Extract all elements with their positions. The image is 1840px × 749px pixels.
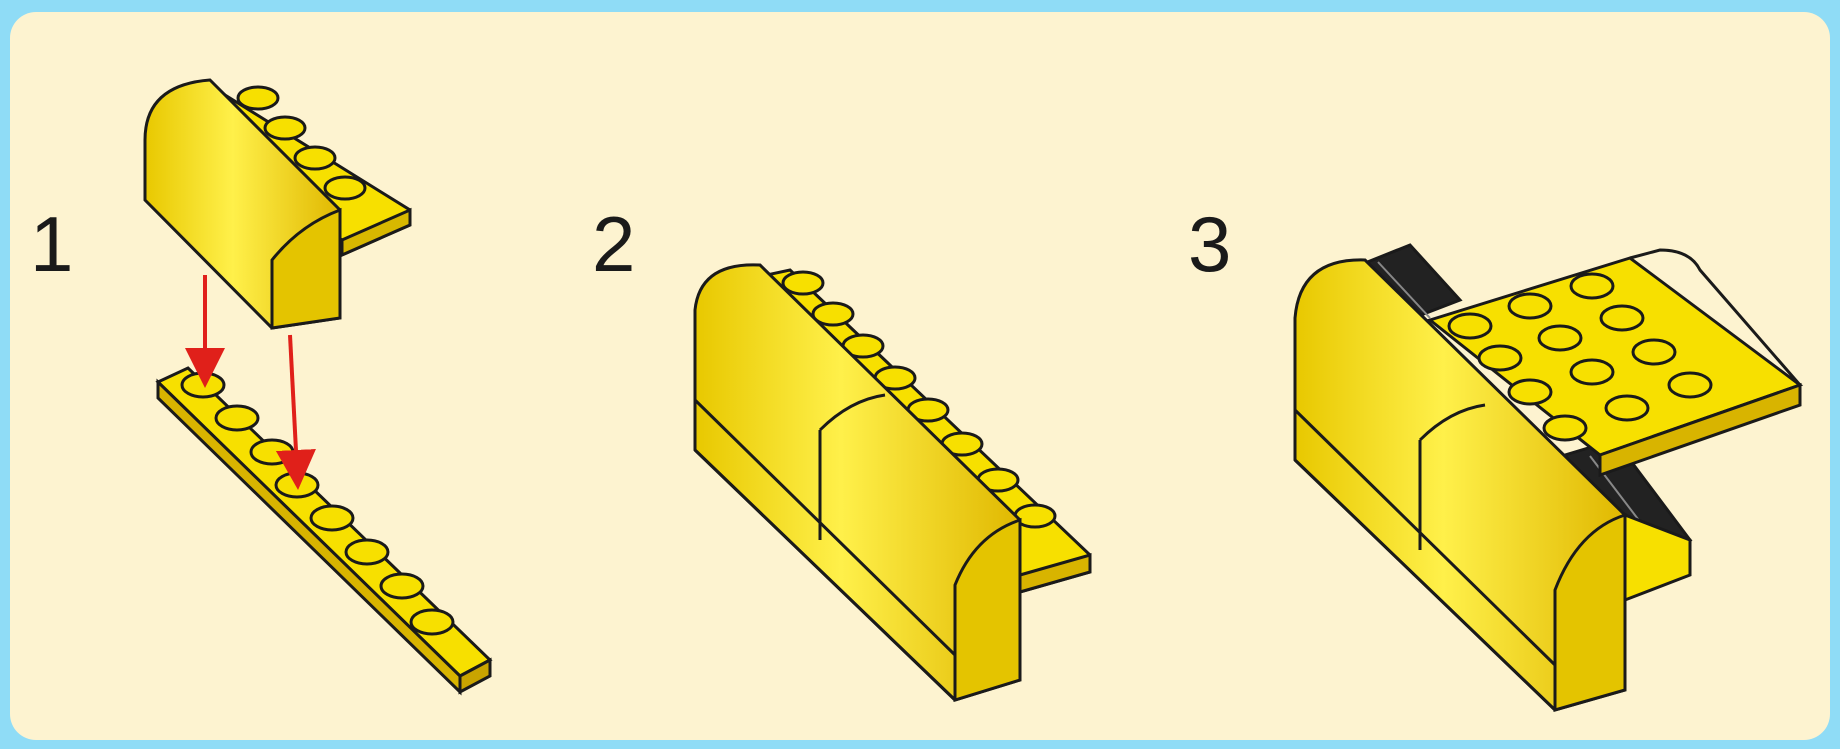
step2-curved-brick-assembly xyxy=(695,265,1020,700)
step-3-illustration xyxy=(1295,245,1800,710)
step1-long-plate xyxy=(158,368,490,692)
step1-curved-brick xyxy=(145,80,340,328)
step-1-illustration xyxy=(145,80,490,692)
step-2-illustration xyxy=(695,265,1090,700)
